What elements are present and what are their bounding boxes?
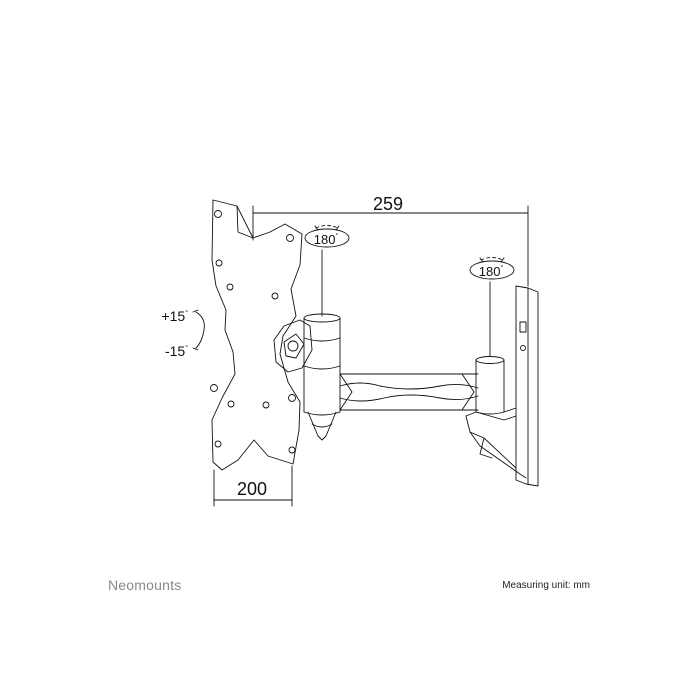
tilt-indicator [192,309,205,351]
vesa-width-label: 200 [237,479,267,499]
tilt-down-label: -15° [165,343,188,359]
rotation-indicator-wall [469,257,515,357]
vesa-plate [211,199,303,471]
swing-arm [339,373,479,411]
brand-name: Neomounts [108,577,182,593]
rotation-wall-label: 180° [479,264,504,279]
wall-pivot-cylinder [475,356,505,415]
arm-pivot-cylinder [303,313,341,441]
vesa-plate-holes [210,210,296,454]
rotation-indicator-arm [304,225,350,317]
plate-hub [273,319,313,373]
wall-plate [465,285,539,487]
dimension-line-259 [252,205,529,287]
vesa-plate-inner-edge [236,205,254,239]
tilt-up-label: +15° [161,308,188,324]
measuring-unit-note: Measuring unit: mm [502,580,590,591]
dimension-line-200 [213,465,293,507]
overall-depth-label: 259 [373,194,403,214]
rotation-arm-label: 180° [314,232,339,247]
